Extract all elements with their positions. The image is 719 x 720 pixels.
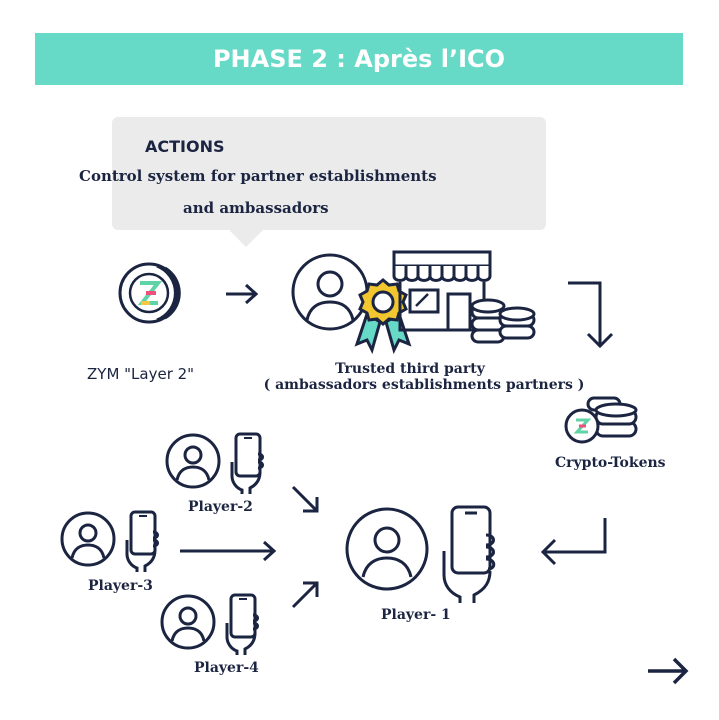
player-1-label: Player- 1 xyxy=(381,607,451,623)
arrow-right-icon xyxy=(226,283,259,305)
page-title: PHASE 2 : Après l’ICO xyxy=(212,45,506,73)
player-4-phone-icon xyxy=(225,593,259,655)
third-party-sublabel: ( ambassadors establishments partners ) xyxy=(263,377,585,393)
actions-line-1: Control system for partner establishment… xyxy=(79,167,437,185)
elbow-arrow-down-icon xyxy=(568,281,614,349)
crypto-tokens-label: Crypto-Tokens xyxy=(555,455,666,471)
callout-tail xyxy=(228,229,264,247)
coin-stack-icon xyxy=(470,298,536,344)
player-1-person-icon xyxy=(345,507,429,591)
phase-banner: PHASE 2 : Après l’ICO xyxy=(35,33,683,85)
crypto-tokens-icon xyxy=(564,396,638,444)
player-4-person-icon xyxy=(160,594,216,650)
player-2-person-icon xyxy=(165,433,221,489)
player-3-label: Player-3 xyxy=(88,578,153,594)
player-3-person-icon xyxy=(60,511,116,567)
arrow-right-long-icon xyxy=(180,540,277,562)
next-arrow-icon[interactable] xyxy=(646,654,692,688)
arrow-diagonal-down-icon xyxy=(291,485,319,513)
player-1-phone-icon xyxy=(442,505,496,603)
actions-line-2: and ambassadors xyxy=(183,199,329,217)
player-4-label: Player-4 xyxy=(194,660,259,676)
arrow-diagonal-up-icon xyxy=(291,581,319,609)
elbow-arrow-left-icon xyxy=(540,518,607,566)
actions-heading: ACTIONS xyxy=(145,137,225,156)
zym-label: ZYM "Layer 2" xyxy=(87,365,195,383)
player-2-label: Player-2 xyxy=(188,499,253,515)
actions-callout xyxy=(112,117,546,230)
third-party-label: Trusted third party xyxy=(335,361,485,377)
player-2-phone-icon xyxy=(230,432,264,494)
player-3-phone-icon xyxy=(125,510,159,572)
zym-coin-icon xyxy=(118,262,181,324)
